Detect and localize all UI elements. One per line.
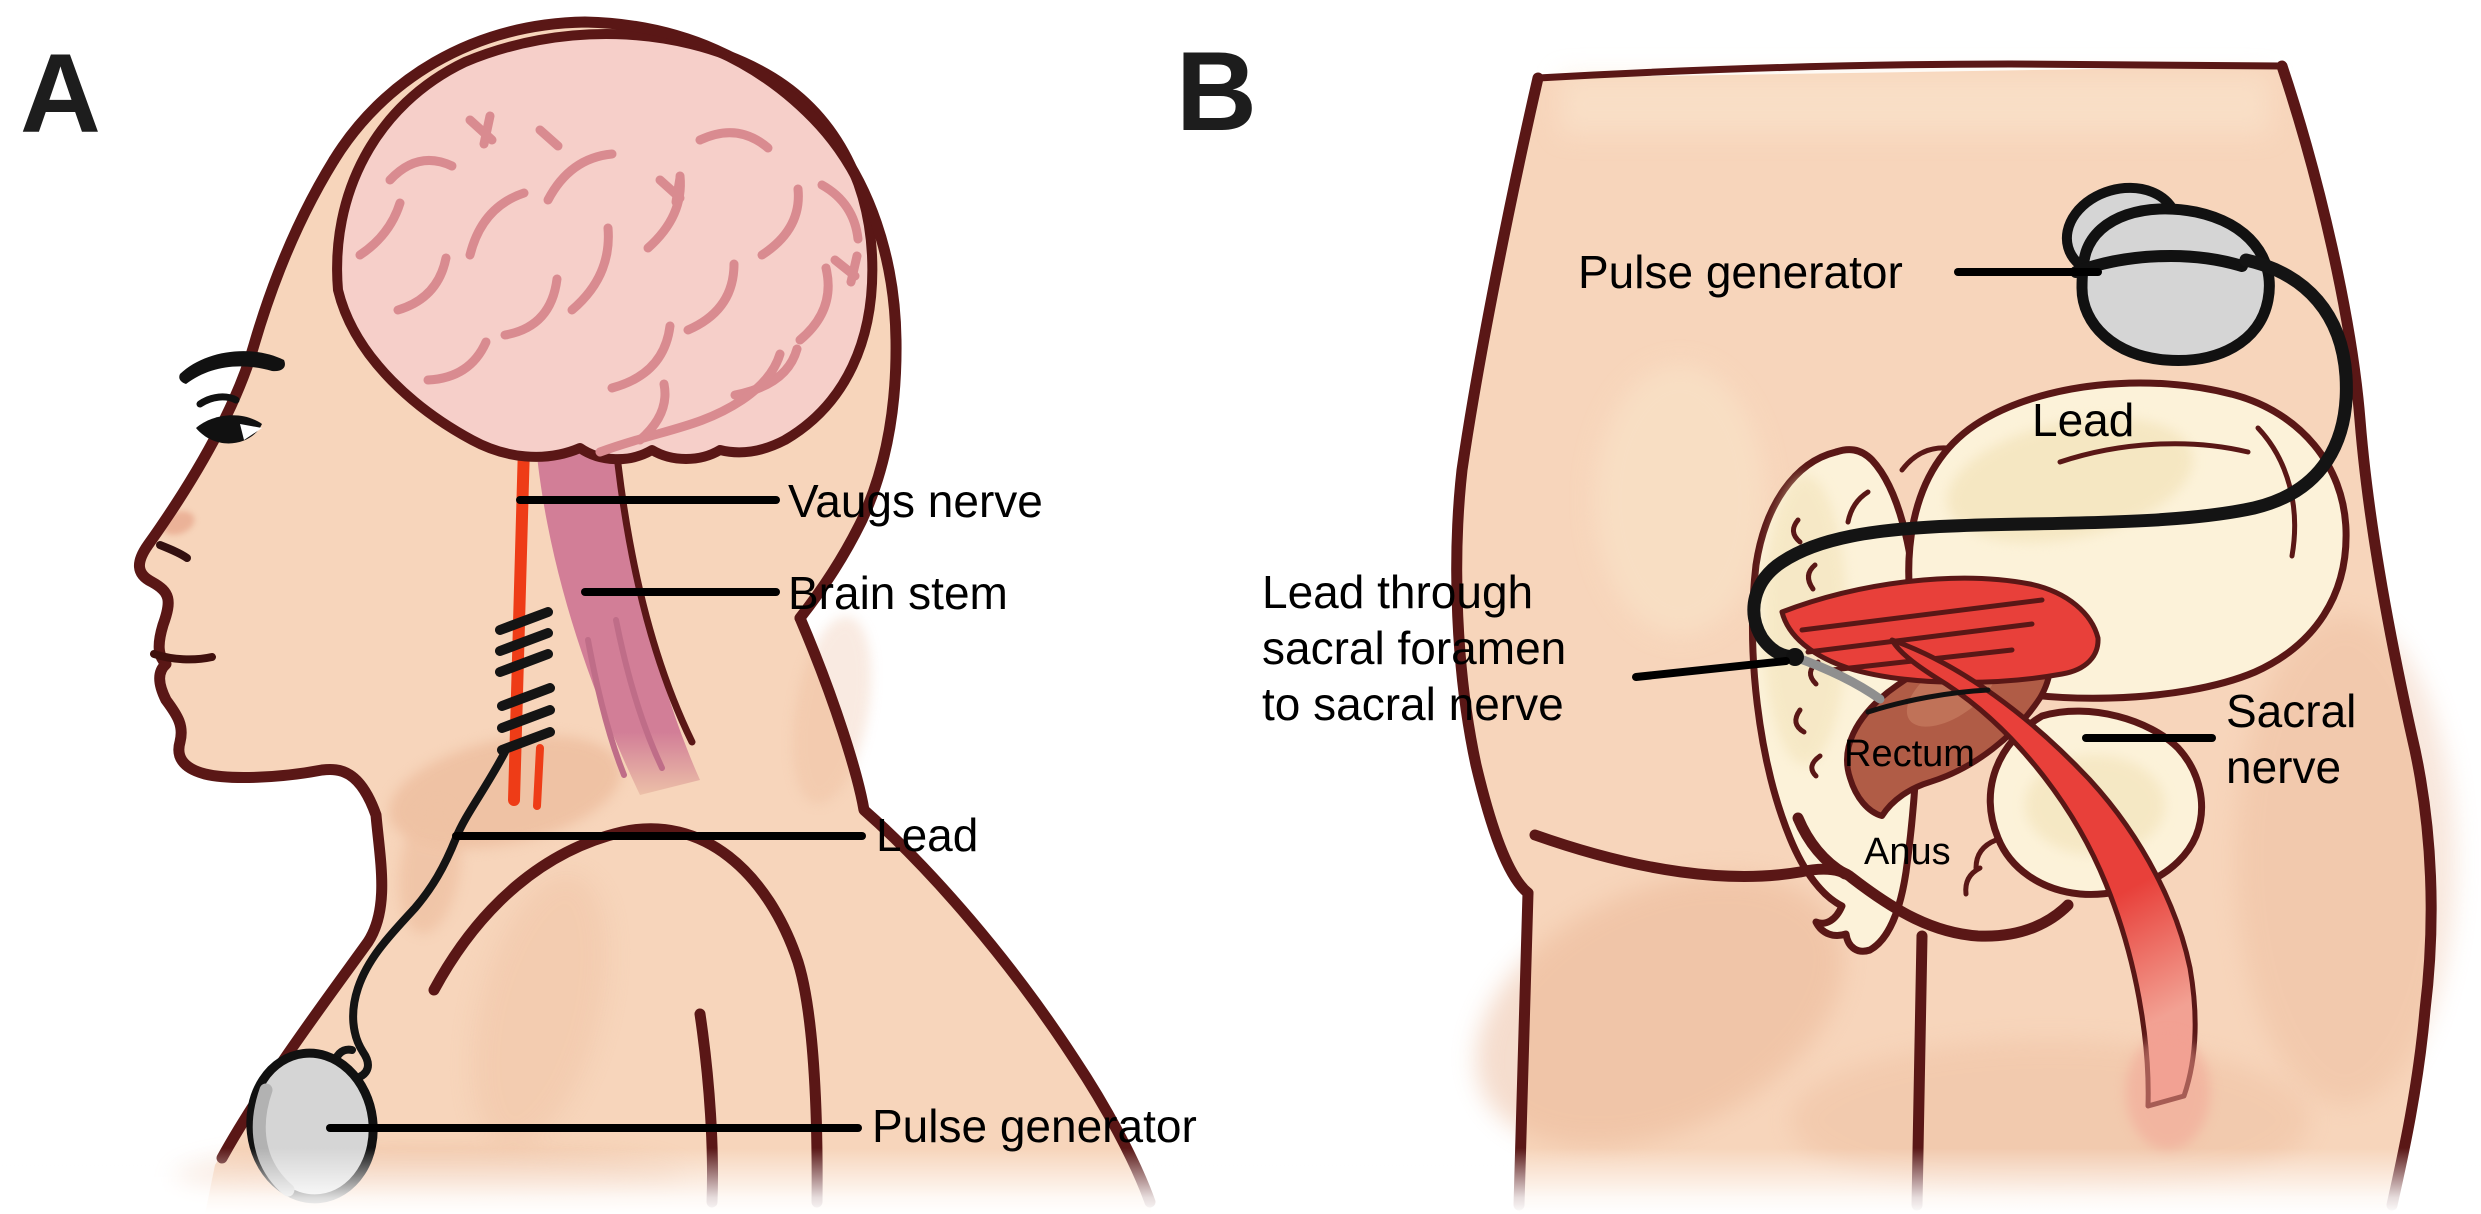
pulse-generator-b-body xyxy=(2076,203,2275,366)
foramen-entry-dot xyxy=(1786,648,1804,666)
ilium-tint xyxy=(1947,417,2193,543)
nerve-branch-line xyxy=(1865,687,1991,715)
panel-letter-b: B xyxy=(1176,29,1257,154)
label-pulse-generator-b: Pulse generator xyxy=(1578,246,1903,298)
brain-gyri xyxy=(355,111,863,457)
foramen-pointer-line xyxy=(1632,657,1790,681)
lead-wire-b xyxy=(1747,253,2353,664)
label-lead-b: Lead xyxy=(2032,394,2134,446)
panel-b: Pulse generator Lead Lead through sacral… xyxy=(1176,29,2455,1214)
waist-top-line xyxy=(1534,60,2286,82)
brain-stem xyxy=(536,442,700,795)
label-anus: Anus xyxy=(1864,831,1951,873)
muscle-fan xyxy=(1779,575,2101,685)
labels-b: Pulse generator Lead Lead through sacral… xyxy=(1262,246,2356,873)
label-sacral-line1: Sacral xyxy=(2226,685,2356,737)
label-foramen-line3: to sacral nerve xyxy=(1262,678,1564,730)
nostril xyxy=(156,541,191,562)
muscle-stripe-1 xyxy=(1799,597,2045,633)
sacral-nerve-tail-glow xyxy=(2126,1034,2210,1150)
label-foramen-line2: sacral foramen xyxy=(1262,622,1566,674)
label-sacral-line2: nerve xyxy=(2226,741,2341,793)
eyelid-crease xyxy=(196,393,240,408)
skull-outline xyxy=(328,16,902,624)
lead-coil xyxy=(495,607,555,755)
label-brain-stem: Brain stem xyxy=(788,567,1008,619)
shoulder-arc-outline xyxy=(428,823,823,1208)
buttock-outline xyxy=(1451,72,1544,899)
sacral-nerve xyxy=(1865,637,2210,1150)
label-rectum: Rectum xyxy=(1844,733,1975,775)
nape-back-outline xyxy=(794,612,1156,1208)
panel-a: Vaugs nerve Brain stem Lead Pulse genera… xyxy=(20,16,1197,1214)
labels-a: Vaugs nerve Brain stem Lead Pulse genera… xyxy=(326,475,1197,1152)
facial-features xyxy=(150,351,285,664)
anus-crease xyxy=(1792,812,1851,880)
eye-highlight xyxy=(240,424,262,440)
vagus-nerve-branch xyxy=(533,744,544,810)
bottom-fade xyxy=(0,1148,2481,1214)
brain-stem-inner-line xyxy=(585,637,627,778)
gluteal-fold xyxy=(1529,829,2074,942)
pulse-generator-b-seam xyxy=(2070,249,2248,278)
label-lead-a: Lead xyxy=(876,809,978,861)
right-outline xyxy=(2276,60,2437,1211)
brain xyxy=(332,29,878,465)
label-pulse-generator-a: Pulse generator xyxy=(872,1100,1197,1152)
panel-letter-a: A xyxy=(20,31,101,156)
muscle-stripe-2 xyxy=(1805,621,2035,655)
brain-stem-inner-line2 xyxy=(613,617,665,771)
pulse-generator-b xyxy=(2061,182,2275,366)
mouth-line xyxy=(150,650,216,664)
brain-stem-edge xyxy=(612,442,696,746)
lead-b xyxy=(1747,253,2353,704)
eyebrow xyxy=(179,351,285,384)
label-vagus-nerve: Vaugs nerve xyxy=(788,475,1043,527)
electrode-tip xyxy=(1790,652,1885,704)
label-foramen-line1: Lead through xyxy=(1262,566,1533,618)
